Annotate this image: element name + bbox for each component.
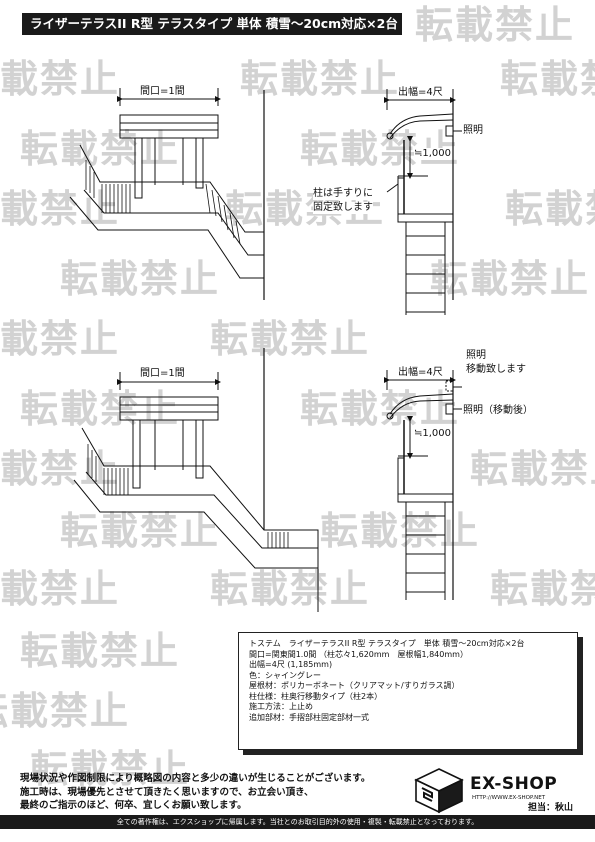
watermark-text: 転載禁止 [210, 567, 371, 611]
height-label: ≒1,000 [414, 428, 452, 440]
watermark-text: 転載禁止 [30, 747, 191, 791]
bottom-balusters [87, 444, 289, 548]
height-label: ≒1,000 [414, 148, 452, 160]
watermark-text: 転載禁止 [0, 57, 121, 101]
spec-line: 柱仕様：柱奥行移動タイプ（柱2本） [249, 691, 383, 701]
watermark-text: 転載禁止 [60, 509, 221, 553]
post-note-leader [386, 183, 399, 193]
title-bar: ライザーテラスII R型 テラスタイプ 単体 積雪～20cm対応×2台 [22, 13, 402, 35]
projection-label: 出幅=4尺 [398, 87, 443, 99]
spec-line: 屋根材：ポリカーボネート（クリアマット/すりガラス調） [249, 681, 460, 690]
light-moved [445, 403, 454, 415]
spec-line: 追加部材：手摺部柱固定部材一式 [249, 712, 369, 722]
watermark-text: 転載禁止 [300, 387, 461, 431]
roof-front [119, 114, 219, 124]
railing-base-top [85, 471, 318, 549]
gutter [386, 412, 394, 420]
watermark-text: 転載禁止 [0, 447, 121, 491]
brand-url: HTTP://WWW.EX-SHOP.NET [472, 795, 546, 801]
note-line: 施工時は、現場優先とさせて頂きたく思いますので、お立会い頂き、 [20, 786, 314, 798]
watermark-text: 転載禁止 [60, 257, 221, 301]
watermark-text: 転載禁止 [0, 187, 121, 231]
roof-front [119, 396, 219, 406]
note-line: 最終のご指示のほど、何卒、宜しくお願い致します。 [20, 800, 247, 811]
spec-line: 施工方法：上止め [249, 702, 313, 711]
spec-line: 出幅=4尺 (1,185mm) [249, 660, 333, 669]
railing-base-bottom [69, 196, 264, 279]
watermark-text: 転載禁止 [430, 257, 591, 301]
watermark-text: 転載禁止 [20, 127, 181, 171]
watermark-text: 転載禁止 [415, 3, 576, 47]
roof-profile [389, 113, 454, 135]
gutter [386, 132, 394, 140]
projection-label: 出幅=4尺 [398, 367, 443, 379]
spec-line: トステム ライザーテラスII R型 テラスタイプ 単体 積雪～20cm対応×2台 [249, 639, 525, 648]
spec-line: 色：シャイングレー [249, 670, 321, 680]
post-right [195, 137, 204, 189]
balcony-slab [397, 213, 454, 223]
watermark-text: 転載禁止 [490, 567, 595, 611]
railing-top [79, 144, 264, 233]
frontage-label: 間口=1間 [140, 86, 185, 98]
spec-line: 間口=関東間1.0間 （柱芯々1,620mm 屋根幅1,840mm） [249, 649, 468, 659]
roof-profile [389, 393, 454, 415]
watermark-text: 転載禁止 [320, 509, 481, 553]
top-perspective-view [69, 88, 265, 300]
note-line: 現場状況や作図制限により概略図の内容と多少の違いが生じることがございます。 [20, 773, 371, 784]
light-original [445, 380, 454, 392]
post-note-line1: 柱は手すりに [313, 188, 373, 200]
post-note-line2: 固定致します [313, 202, 373, 214]
bottom-side-section [384, 370, 462, 600]
light-fixture [445, 125, 454, 137]
watermark-text: 転載禁止 [20, 629, 181, 673]
post-right [195, 419, 204, 479]
watermark-text: 転載禁止 [0, 689, 131, 733]
balcony-slab [397, 493, 454, 503]
ex-shop-logo-icon [414, 768, 464, 814]
light-move-line1: 照明 [466, 350, 486, 362]
watermark-text: 転載禁止 [0, 317, 121, 361]
post-left [132, 419, 141, 489]
railing-top [81, 427, 319, 560]
top-balusters [85, 160, 241, 245]
watermark-text: 転載禁止 [240, 57, 401, 101]
watermark-text: 転載禁止 [210, 317, 371, 361]
brand-name: EX-SHOP [470, 774, 558, 794]
staff-label: 担当：秋山 [528, 803, 574, 813]
watermark-text: 転載禁止 [20, 387, 181, 431]
spec-box: トステム ライザーテラスII R型 テラスタイプ 単体 積雪～20cm対応×2台… [238, 632, 578, 750]
light-label: 照明 [463, 125, 483, 137]
post-left [134, 137, 143, 199]
watermark-text: 転載禁止 [505, 187, 595, 231]
light-after-label: 照明（移動後） [463, 405, 533, 417]
bottom-perspective-view [73, 348, 319, 612]
notes: 現場状況や作図制限により概略図の内容と多少の違いが生じることがございます。 施工… [20, 772, 370, 813]
watermark-text: 転載禁止 [0, 567, 121, 611]
railing-base-top [83, 189, 264, 256]
watermark-text: 転載禁止 [500, 57, 595, 101]
top-side-section [384, 89, 462, 315]
railing-base-bottom [73, 479, 318, 569]
light-move-line2: 移動致します [466, 364, 526, 376]
frontage-label: 間口=1間 [140, 368, 185, 380]
footer-copyright: 全ての著作権は、エクスショップに帰属します。当社とのお取引目的外の使用・複製・転… [0, 815, 595, 829]
watermark-text: 転載禁止 [470, 447, 595, 491]
